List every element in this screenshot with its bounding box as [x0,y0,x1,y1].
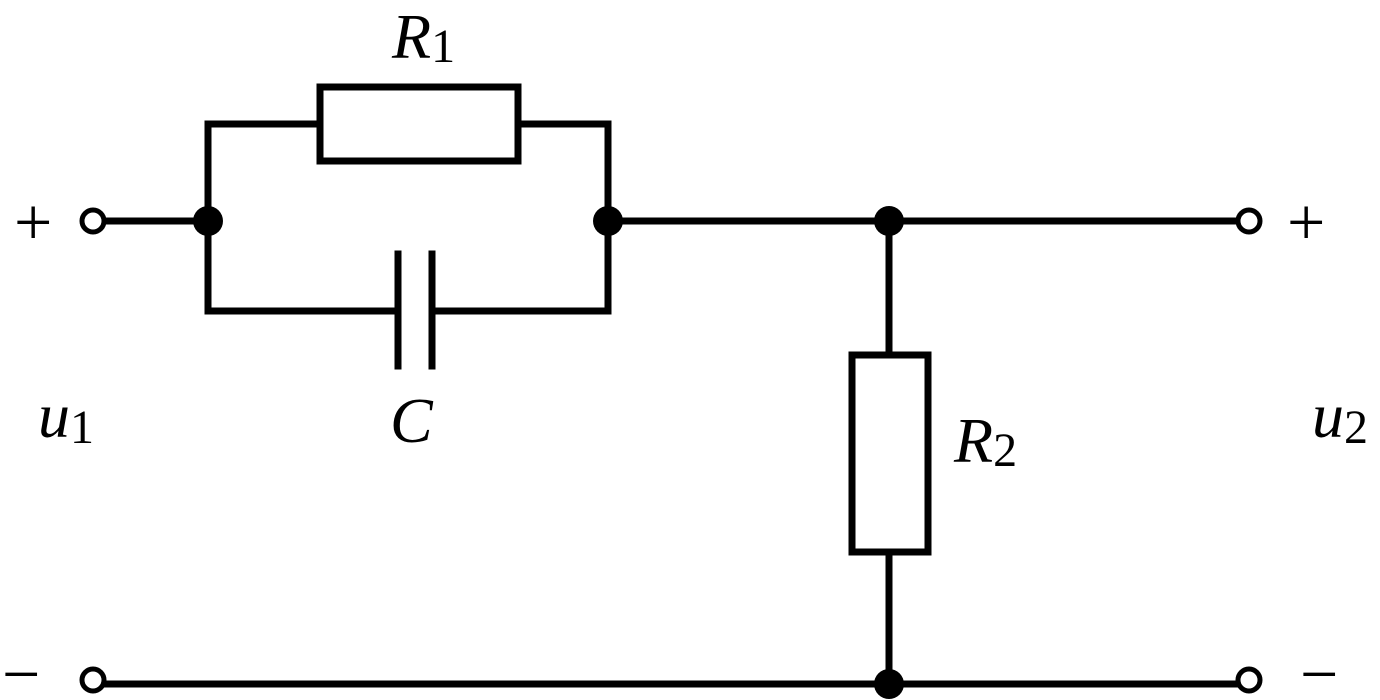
r2-label: R2 [953,405,1017,477]
c-label: C [390,385,434,456]
r1-branch-wire [204,120,612,225]
r1-label: R1 [391,1,455,73]
input-voltage-label: u1 [38,380,94,454]
junction-node-r2-top [874,206,904,236]
capacitor-c [394,250,436,370]
output-voltage-label: u2 [1312,380,1368,454]
input-plus-sign: + [14,184,52,260]
junction-node-right [593,206,623,236]
input-terminal-bottom [79,666,107,694]
resistor-r1 [316,83,522,165]
input-minus-sign: − [2,636,40,700]
output-plus-sign: + [1287,184,1325,260]
input-terminal-top [79,207,107,235]
wires [100,120,1242,688]
junction-node-r2-bottom [874,669,904,699]
c-branch-wire [204,217,612,315]
junction-node-left [193,206,223,236]
output-minus-sign: − [1300,636,1338,700]
output-terminal-top [1235,207,1263,235]
resistor-r2 [848,351,932,556]
output-terminal-bottom [1235,666,1263,694]
